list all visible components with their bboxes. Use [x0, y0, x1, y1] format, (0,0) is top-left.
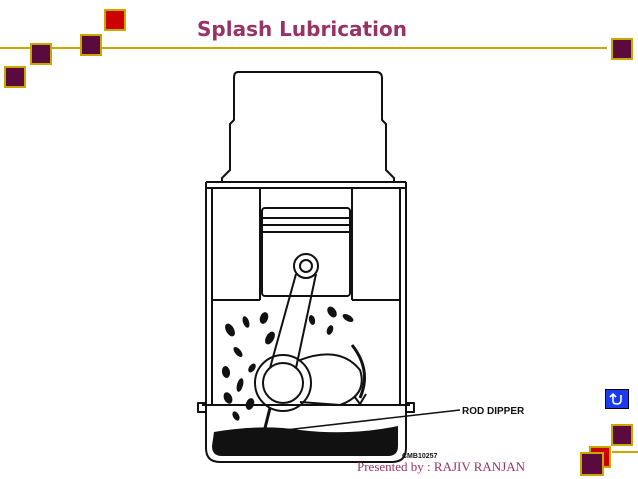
oil-pan: [202, 404, 410, 463]
connecting-rod: [269, 273, 317, 369]
slide-title: Splash Lubrication: [197, 17, 407, 41]
piston: [261, 207, 351, 297]
return-arrow-icon: [609, 392, 622, 405]
decor-square-maroon-left: [30, 43, 52, 65]
wrist-pin: [293, 253, 319, 279]
decor-rule-middle: [52, 47, 80, 49]
decor-square-maroon-bottom-right-1: [611, 424, 633, 446]
decor-square-maroon-top: [80, 34, 102, 56]
decor-square-maroon-bottom-right-2: [580, 452, 604, 476]
oil-level: [212, 426, 398, 456]
return-button[interactable]: [605, 389, 629, 409]
decor-square-maroon-bottom: [4, 66, 26, 88]
figure-code: CMB10257: [402, 453, 438, 460]
decor-square-maroon-right: [611, 38, 633, 60]
rod-dipper-leader: [267, 409, 461, 433]
decor-rule-title: [102, 47, 607, 49]
crank-big-end: [254, 354, 312, 412]
decor-rule-bottom: [612, 451, 638, 453]
presenter-credit: Presented by : RAJIV RANJAN: [357, 459, 526, 474]
cylinder-block: [205, 182, 407, 405]
decor-rule-left: [0, 47, 30, 49]
rod-dipper-label: ROD DIPPER: [462, 406, 525, 417]
decor-square-red-top: [104, 9, 126, 31]
cylinder-head: [221, 71, 395, 183]
